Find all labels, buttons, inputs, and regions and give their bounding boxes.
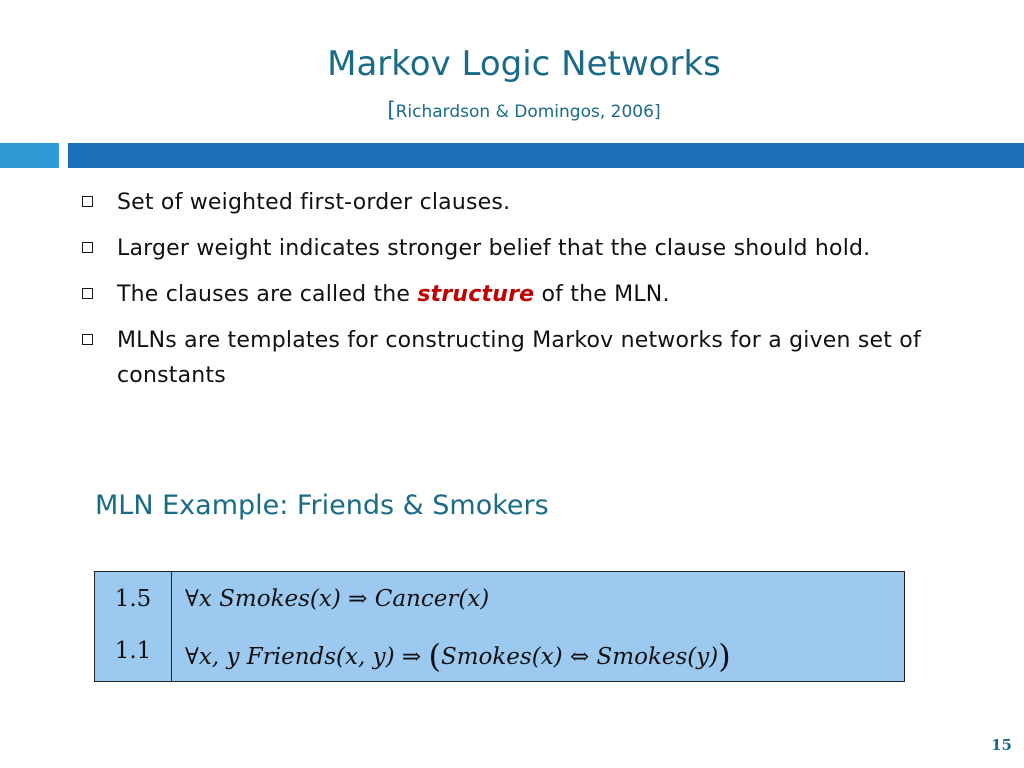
formula-part: ∀x, y Friends(x, y) ⇒ xyxy=(185,644,429,670)
subtitle-citation: Richardson & Domingos, 2006 xyxy=(395,102,654,122)
weight-cell: 1.1 xyxy=(114,638,152,664)
bullet-emphasis-structure: structure xyxy=(417,282,535,307)
subtitle-close-bracket: ] xyxy=(653,102,661,122)
bullet-text-before: The clauses are called the xyxy=(117,282,418,307)
table-column-divider xyxy=(171,572,172,681)
slide-subtitle: [Richardson & Domingos, 2006] xyxy=(0,98,1024,122)
header-bar xyxy=(68,143,1024,168)
square-bullet-icon xyxy=(82,196,93,207)
formula-open-paren: ( xyxy=(428,637,441,675)
example-heading: MLN Example: Friends & Smokers xyxy=(95,490,549,521)
square-bullet-icon xyxy=(82,288,93,299)
square-bullet-icon xyxy=(82,242,93,253)
formula-close-paren: ) xyxy=(718,637,731,675)
bullet-text: MLNs are templates for constructing Mark… xyxy=(117,328,921,388)
weight-cell: 1.5 xyxy=(114,586,152,612)
bullet-text-after: of the MLN. xyxy=(534,282,670,307)
bullet-list: Set of weighted first-order clauses. Lar… xyxy=(82,185,962,404)
square-bullet-icon xyxy=(82,334,93,345)
bullet-item: Larger weight indicates stronger belief … xyxy=(82,231,962,266)
header-bar-accent xyxy=(0,143,59,168)
bullet-item: Set of weighted first-order clauses. xyxy=(82,185,962,220)
formula-cell: ∀x Smokes(x) ⇒ Cancer(x) xyxy=(185,586,490,612)
page-number: 15 xyxy=(991,736,1012,754)
bullet-item: The clauses are called the structure of … xyxy=(82,277,962,312)
formula-cell: ∀x, y Friends(x, y) ⇒ (Smokes(x) ⇔ Smoke… xyxy=(185,634,731,675)
subtitle-open-bracket: [ xyxy=(387,98,396,122)
slide-title: Markov Logic Networks xyxy=(327,44,721,84)
bullet-text: Larger weight indicates stronger belief … xyxy=(117,236,871,261)
bullet-item: MLNs are templates for constructing Mark… xyxy=(82,323,962,393)
mln-formula-table: 1.5 ∀x Smokes(x) ⇒ Cancer(x) 1.1 ∀x, y F… xyxy=(94,571,905,682)
bullet-text: Set of weighted first-order clauses. xyxy=(117,190,511,215)
formula-part: Smokes(x) ⇔ Smokes(y) xyxy=(440,644,719,670)
